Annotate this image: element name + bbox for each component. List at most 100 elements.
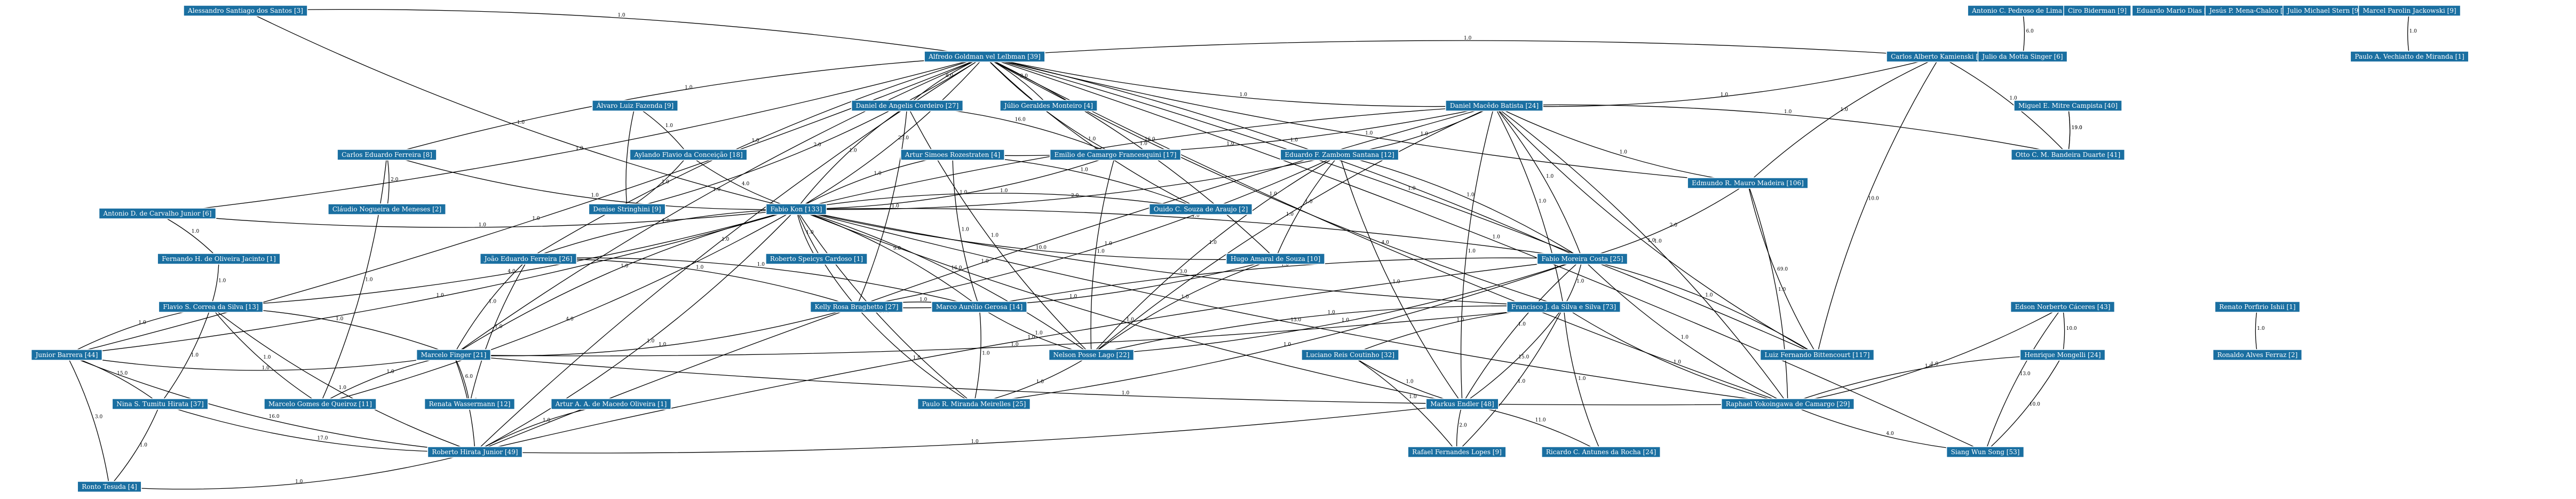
edge-label-damarante-nlage: 1.0 <box>991 233 999 238</box>
node-kbraghetto[interactable]: Kelly Rosa Braghetto [27] <box>810 301 903 313</box>
node-box-pmeirelles <box>917 398 1031 410</box>
node-fjacinto[interactable]: Fernando H. de Oliveira Jacinto [1] <box>157 253 281 265</box>
node-lbittencourt[interactable]: Luiz Fernando Bittencourt [117] <box>1759 349 1875 361</box>
node-asantos[interactable]: Alessandro Santiago dos Santos [3] <box>183 5 308 17</box>
node-cferreira[interactable]: Carlos Eduardo Ferreira [8] <box>337 149 437 161</box>
node-oduarte[interactable]: Otto C. M. Bandeira Duarte [41] <box>2011 149 2125 161</box>
edge-ezambom-mendler <box>1339 154 1463 405</box>
node-lcoutinho[interactable]: Luciano Reis Coutinho [32] <box>1301 349 1399 361</box>
edge-fkon-fsilva <box>210 209 797 307</box>
node-jbarrera[interactable]: Junior Barrera [44] <box>30 349 103 361</box>
node-jchaluco[interactable]: Jesús P. Mena-Chalco [9] <box>2205 5 2294 17</box>
node-jsinger[interactable]: Julio da Motta Singer [6] <box>1977 51 2068 62</box>
edge-label-ecaceres-hmongelli: 10.0 <box>2066 326 2077 331</box>
node-apedroso[interactable]: Antonio C. Pedroso de Lima [8] <box>1967 5 2078 17</box>
edge-label-mfinger-mqueiroz: 1.0 <box>386 369 394 375</box>
edge-label-ckamienski-lbittencourt: 10.0 <box>1868 196 1879 201</box>
node-label-aconceicao: Aylando Flavio da Conceição [18] <box>633 151 742 159</box>
node-damarante[interactable]: Daniel de Angelis Cordeiro [27] <box>851 100 964 112</box>
node-aconceicao[interactable]: Aylando Flavio da Conceição [18] <box>629 149 748 161</box>
node-mqueiroz[interactable]: Marcelo Gomes de Queiroz [11] <box>264 398 377 410</box>
node-rcardoso[interactable]: Roberto Speicys Cardoso [1] <box>765 253 868 265</box>
node-cbiderman[interactable]: Ciro Biderman [9] <box>2063 5 2131 17</box>
node-hmongelli[interactable]: Henrique Mongelli [24] <box>2019 349 2106 361</box>
node-fcosta[interactable]: Fabio Moreira Costa [25] <box>1536 253 1628 265</box>
node-jferreira[interactable]: João Eduardo Ferreira [26] <box>479 253 577 265</box>
node-afazenda[interactable]: Álvaro Luiz Fazenda [9] <box>592 100 678 112</box>
node-box-fsilva <box>158 301 264 313</box>
node-label-cnogueira: Cláudio Nogueira de Meneses [2] <box>332 205 441 213</box>
node-efrancesquini[interactable]: Emilio de Camargo Francesquini [17] <box>1049 149 1182 161</box>
node-rida[interactable]: Renato Porfirio Ishii [1] <box>2214 301 2301 313</box>
node-rrocha[interactable]: Ricardo C. Antunes da Rocha [24] <box>1541 446 1661 458</box>
node-jmonteiro[interactable]: Júlio Geraldes Monteiro [4] <box>1000 100 1098 112</box>
node-mgerosa[interactable]: Marco Aurélio Gerosa [14] <box>931 301 1027 313</box>
edge-arozenfeld-fkon <box>796 154 953 210</box>
edge-ckamienski-lbittencourt <box>1817 56 1940 355</box>
node-fsilva[interactable]: Flavio S. Correa da Silva [13] <box>158 301 264 313</box>
node-arozenfeld[interactable]: Artur Simoes Rozestraten [4] <box>900 149 1005 161</box>
node-jstern[interactable]: Julio Michael Stern [9] <box>2282 5 2366 17</box>
edge-label-ecaceres-ssong: 13.0 <box>2020 371 2031 377</box>
edge-label-damarante-efrancesquini: 16.0 <box>1015 117 1026 122</box>
node-label-jchaluco: Jesús P. Mena-Chalco [9] <box>2208 7 2289 14</box>
node-cnogueira[interactable]: Cláudio Nogueira de Meneses [2] <box>328 203 446 215</box>
node-rwassermann[interactable]: Renata Wassermann [12] <box>424 398 516 410</box>
edge-agoldman-ssong <box>984 56 1986 453</box>
edge-label-mfinger-rwassermann: 6.0 <box>465 374 473 379</box>
edge-dbatista-arozenfeld <box>952 105 1495 156</box>
node-emadeira[interactable]: Edmundo R. Mauro Madeira [106] <box>1687 177 1809 189</box>
node-ediaz[interactable]: Eduardo Mario Dias [9] <box>2131 5 2218 17</box>
node-box-mjackowski <box>2358 5 2461 17</box>
node-aoliveira[interactable]: Artur A. A. de Macedo Oliveira [1] <box>550 398 672 410</box>
node-label-agoldman: Alfredo Goldman vel Lelbman [39] <box>928 53 1041 60</box>
node-label-oduarte: Otto C. M. Bandeira Duarte [41] <box>2016 151 2120 159</box>
node-mfinger[interactable]: Marcelo Finger [21] <box>416 349 492 361</box>
edge-label-fsilva-nhirata: 1.0 <box>191 353 199 358</box>
node-rlopes[interactable]: Rafael Fernandes Lopes [9] <box>1407 446 1507 458</box>
edge-label-fcosta-rhirata: 1.0 <box>1027 335 1035 340</box>
node-rtesuda[interactable]: Ronto Tesuda [4] <box>77 481 142 493</box>
edge-fcosta-rhirata <box>474 258 1583 453</box>
node-mendler[interactable]: Markus Endler [48] <box>1425 398 1499 410</box>
node-mjackowski[interactable]: Marcel Parolin Jackowski [9] <box>2358 5 2461 17</box>
node-fsilva2[interactable]: Francisco J. da Silva e Silva [73] <box>1507 301 1621 313</box>
edge-cferreira-cnogueira <box>386 154 390 210</box>
node-ajunior[interactable]: Antonio D. de Carvalho Junior [6] <box>98 208 217 219</box>
edge-label-aconceicao-fkon: 4.0 <box>742 181 750 187</box>
node-hsouza[interactable]: Hugo Amaral de Souza [10] <box>1226 253 1325 265</box>
node-ecaceres[interactable]: Edson Norberto Cáceres [43] <box>2010 301 2115 313</box>
node-ckamienski[interactable]: Carlos Alberto Kamienski [12] <box>1886 51 1994 62</box>
node-rhirata[interactable]: Roberto Hirata Junior [49] <box>427 446 523 458</box>
node-ssong[interactable]: Siang Wun Song [53] <box>1946 446 2025 458</box>
node-box-rlopes <box>1407 446 1507 458</box>
edge-label-agoldman-fsilva2: 1.0 <box>1270 192 1278 197</box>
edge-label-fcosta-nlage: 1.0 <box>1342 318 1350 323</box>
edge-fkon-mgerosa <box>796 209 980 307</box>
node-fkon[interactable]: Fabio Kon [133] <box>765 203 827 215</box>
edge-label-arozenfeld-oaraujo: 1.0 <box>1081 167 1089 172</box>
node-pmeirelles[interactable]: Paulo R. Miranda Meirelles [25] <box>917 398 1031 410</box>
edge-label-jferreira-mgerosa: 1.0 <box>757 262 765 267</box>
edge-label-agoldman-jmonteiro: 3.0 <box>1020 74 1028 79</box>
edge-label-dbatista-fcosta: 1.0 <box>1546 174 1554 179</box>
edge-label-fsilva-jbarrera: 1.0 <box>138 320 146 326</box>
node-oaraujo[interactable]: Ouido C. Souza de Araujo [2] <box>1148 203 1253 215</box>
edge-agoldman-cferreira <box>386 56 985 155</box>
node-mcampista[interactable]: Miguel E. Mitre Campista [40] <box>2014 100 2122 112</box>
node-nhirata[interactable]: Nina S. Tumitu Hirata [37] <box>112 398 209 410</box>
node-label-rida: Renato Porfirio Ishii [1] <box>2219 303 2295 311</box>
edge-label-dbatista-rcamargo: 1.0 <box>1654 239 1662 244</box>
node-pmiranda[interactable]: Paulo A. Vechiatto de Miranda [1] <box>2350 51 2469 62</box>
node-label-hsouza: Hugo Amaral de Souza [10] <box>1231 255 1320 263</box>
node-rferraz[interactable]: Ronaldo Alves Ferraz [2] <box>2212 349 2303 361</box>
node-rcamargo[interactable]: Raphael Yokoingawa de Camargo [29] <box>1721 398 1855 410</box>
node-label-dbatista: Daniel Macêdo Batista [24] <box>1450 102 1539 109</box>
node-label-mcampista: Miguel E. Mitre Campista [40] <box>2018 102 2118 109</box>
node-agoldman[interactable]: Alfredo Goldman vel Lelbman [39] <box>924 51 1045 62</box>
node-nlage[interactable]: Nelson Posse Lago [22] <box>1048 349 1135 361</box>
node-dstenghini[interactable]: Denise Stringhini [9] <box>588 203 666 215</box>
edge-label-kbraghetto-pmeirelles: 1.0 <box>913 355 921 361</box>
node-dbatista[interactable]: Daniel Macêdo Batista [24] <box>1445 100 1543 112</box>
node-ezambom[interactable]: Eduardo F. Zambom Santana [12] <box>1280 149 1399 161</box>
